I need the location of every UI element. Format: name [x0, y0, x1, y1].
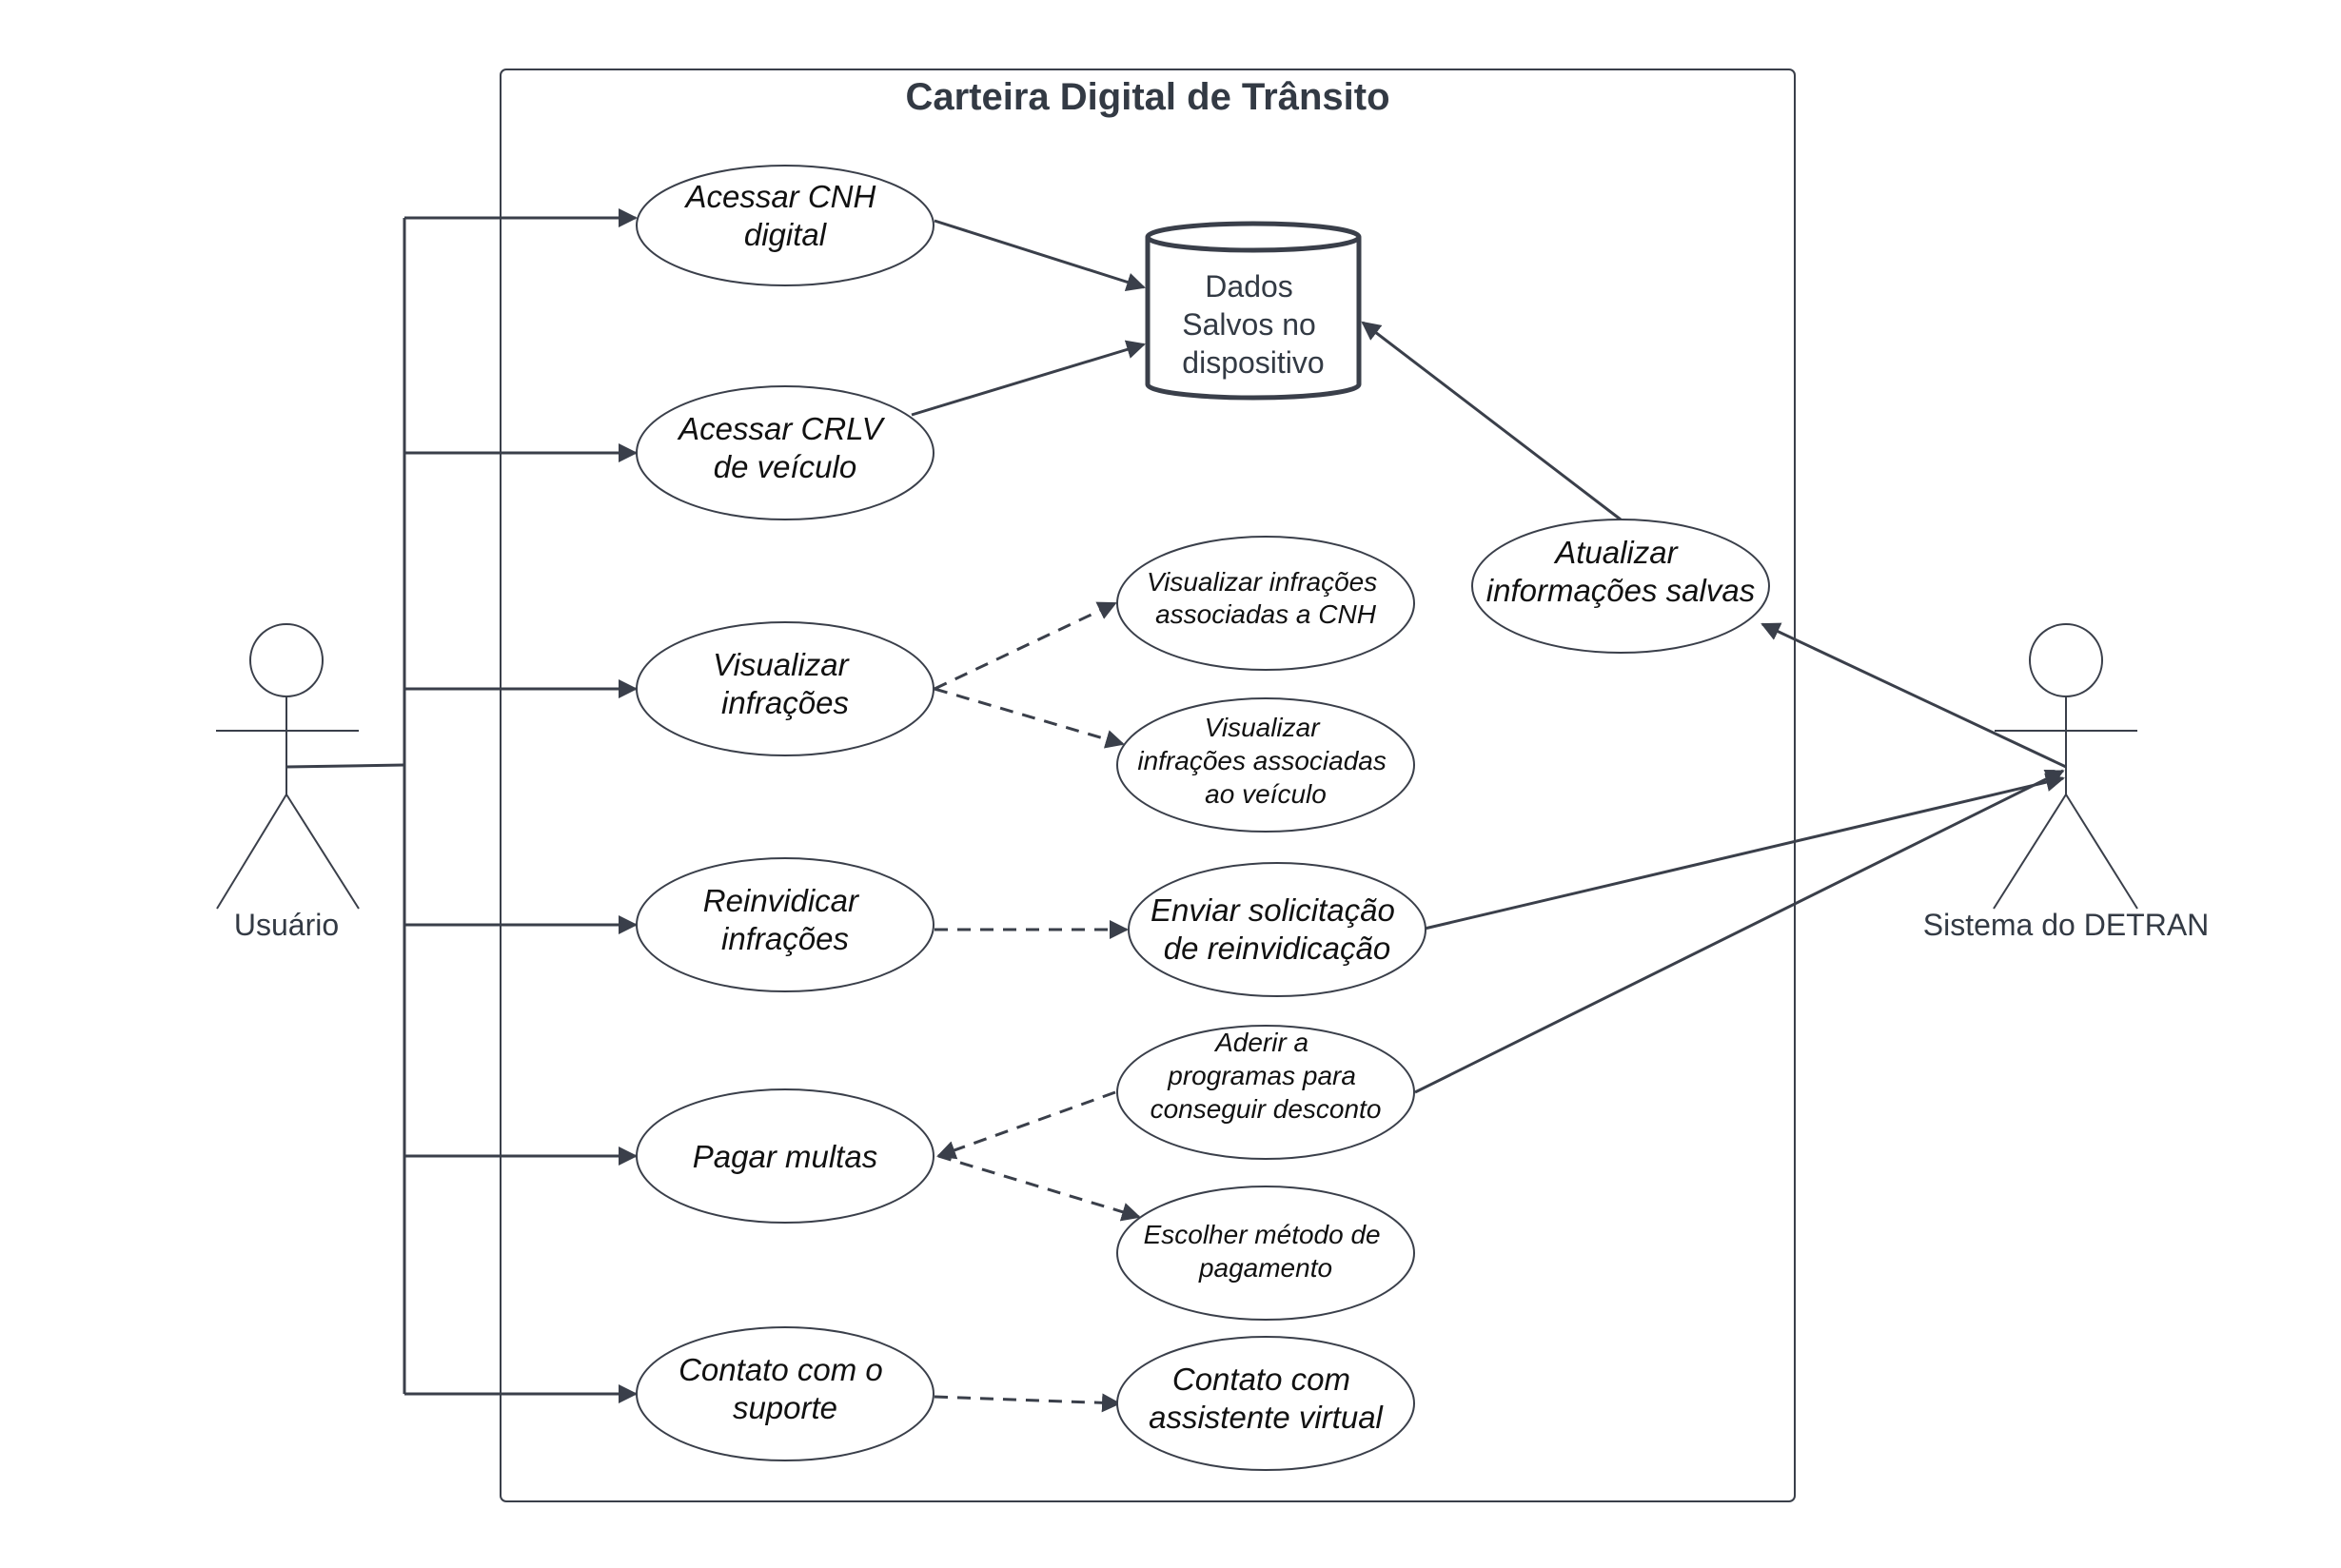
use-case-cnh-line-2: digital [744, 217, 828, 252]
use-case-crlv[interactable]: Acessar CRLV de veículo [636, 385, 934, 520]
device-database: Dados Salvos no dispositivo [1145, 221, 1362, 401]
use-case-infracoes-veiculo-line-2: infrações associadas [1137, 746, 1386, 775]
use-case-visualizar-infracoes-line-2: infrações [721, 685, 849, 720]
user-association-lines [285, 208, 638, 1403]
use-case-assistente-virtual-line-1: Contato com [1172, 1362, 1350, 1397]
use-case-atualizar-informacoes-line-2: informações salvas [1486, 573, 1755, 608]
svg-text:Atualizar informações sa: Atualizar informações salvas [1486, 535, 1755, 608]
use-case-atualizar-informacoes[interactable]: Atualizar informações salvas [1471, 519, 1770, 654]
svg-text:Reinvidicar infrações: Reinvidicar infrações [703, 883, 867, 956]
svg-text:Acessar CRLV de veículo: Acessar CRLV de veículo [677, 411, 892, 484]
system-links [1414, 622, 2067, 1094]
use-case-aderir-programas-line-1: Aderir a [1213, 1028, 1308, 1057]
svg-text:Aderir a programas para: Aderir a programas para conseguir descon… [1151, 1028, 1382, 1124]
svg-text:Visualizar infrações ass: Visualizar infrações associadas a CNH [1147, 567, 1385, 629]
use-case-reinvidicar-line-1: Reinvidicar [703, 883, 860, 918]
use-case-pagar-multas-line-1: Pagar multas [693, 1139, 877, 1174]
use-case-enviar-solicitacao[interactable]: Enviar solicitação de reinvidicação [1128, 862, 1426, 997]
database-label-line-1: Dados [1205, 269, 1293, 304]
use-case-cnh-line-1: Acessar CNH [683, 179, 875, 214]
svg-text:Contato com o suporte: Contato com o suporte [679, 1352, 892, 1425]
use-case-visualizar-infracoes[interactable]: Visualizar infrações [636, 621, 934, 756]
use-case-cnh[interactable]: Acessar CNH digital [636, 165, 934, 286]
use-case-infracoes-cnh-line-2: associadas a CNH [1155, 599, 1377, 629]
use-case-infracoes-veiculo-line-3: ao veículo [1205, 779, 1327, 809]
use-case-aderir-programas[interactable]: Aderir a programas para conseguir descon… [1116, 1025, 1415, 1160]
use-case-enviar-solicitacao-line-2: de reinvidicação [1164, 931, 1390, 966]
use-case-contato-suporte-line-1: Contato com o [679, 1352, 883, 1387]
use-case-infracoes-cnh[interactable]: Visualizar infrações associadas a CNH [1116, 536, 1415, 671]
svg-text:Enviar solicitação de re: Enviar solicitação de reinvidicação [1151, 892, 1404, 966]
use-case-assistente-virtual-line-2: assistente virtual [1149, 1400, 1384, 1435]
svg-text:Acessar CNH digital: Acessar CNH digital [683, 179, 884, 252]
use-case-reinvidicar-line-2: infrações [721, 921, 849, 956]
database-label-line-3: dispositivo [1182, 345, 1324, 380]
use-case-contato-suporte-line-2: suporte [733, 1390, 837, 1425]
svg-text:Visualizar infrações: Visualizar infrações [713, 647, 857, 720]
use-case-infracoes-cnh-line-1: Visualizar infrações [1147, 567, 1377, 597]
user-actor-label: Usuário [234, 908, 339, 942]
use-case-assistente-virtual[interactable]: Contato com assistente virtual [1116, 1336, 1415, 1471]
use-case-infracoes-veiculo[interactable]: Visualizar infrações associadas ao veícu… [1116, 697, 1415, 833]
database-label: Dados Salvos no dispositivo [1182, 269, 1324, 380]
database-label-line-2: Salvos no [1182, 307, 1316, 342]
svg-text:Visualizar infrações ass: Visualizar infrações associadas ao veícu… [1137, 713, 1393, 809]
dependency-links [934, 601, 1141, 1413]
use-case-metodo-pagamento-line-2: pagamento [1198, 1253, 1332, 1283]
use-case-crlv-line-1: Acessar CRLV [677, 411, 886, 446]
system-actor-label: Sistema do DETRAN [1923, 908, 2210, 942]
use-case-reinvidicar[interactable]: Reinvidicar infrações [636, 857, 934, 992]
use-case-enviar-solicitacao-line-1: Enviar solicitação [1151, 892, 1395, 928]
use-case-metodo-pagamento[interactable]: Escolher método de pagamento [1116, 1186, 1415, 1321]
use-case-visualizar-infracoes-line-1: Visualizar [713, 647, 850, 682]
svg-text:Contato com assistente v: Contato com assistente virtual [1149, 1362, 1384, 1435]
diagram-title: Carteira Digital de Trânsito [905, 76, 1389, 118]
svg-text:Escolher método de pagam: Escolher método de pagamento [1144, 1220, 1388, 1283]
use-case-aderir-programas-line-2: programas para [1167, 1061, 1356, 1090]
user-actor [216, 623, 360, 910]
system-actor [1993, 623, 2138, 910]
system-boundary [500, 69, 1796, 1502]
svg-text:Pagar multas: Pagar multas [693, 1139, 877, 1174]
use-case-metodo-pagamento-line-1: Escolher método de [1144, 1220, 1381, 1249]
use-case-contato-suporte[interactable]: Contato com o suporte [636, 1326, 934, 1461]
use-case-aderir-programas-line-3: conseguir desconto [1151, 1094, 1382, 1124]
use-case-pagar-multas[interactable]: Pagar multas [636, 1088, 934, 1224]
use-case-infracoes-veiculo-line-1: Visualizar [1205, 713, 1322, 742]
database-links [911, 219, 1622, 521]
use-case-crlv-line-2: de veículo [714, 449, 856, 484]
use-case-atualizar-informacoes-line-1: Atualizar [1553, 535, 1679, 570]
